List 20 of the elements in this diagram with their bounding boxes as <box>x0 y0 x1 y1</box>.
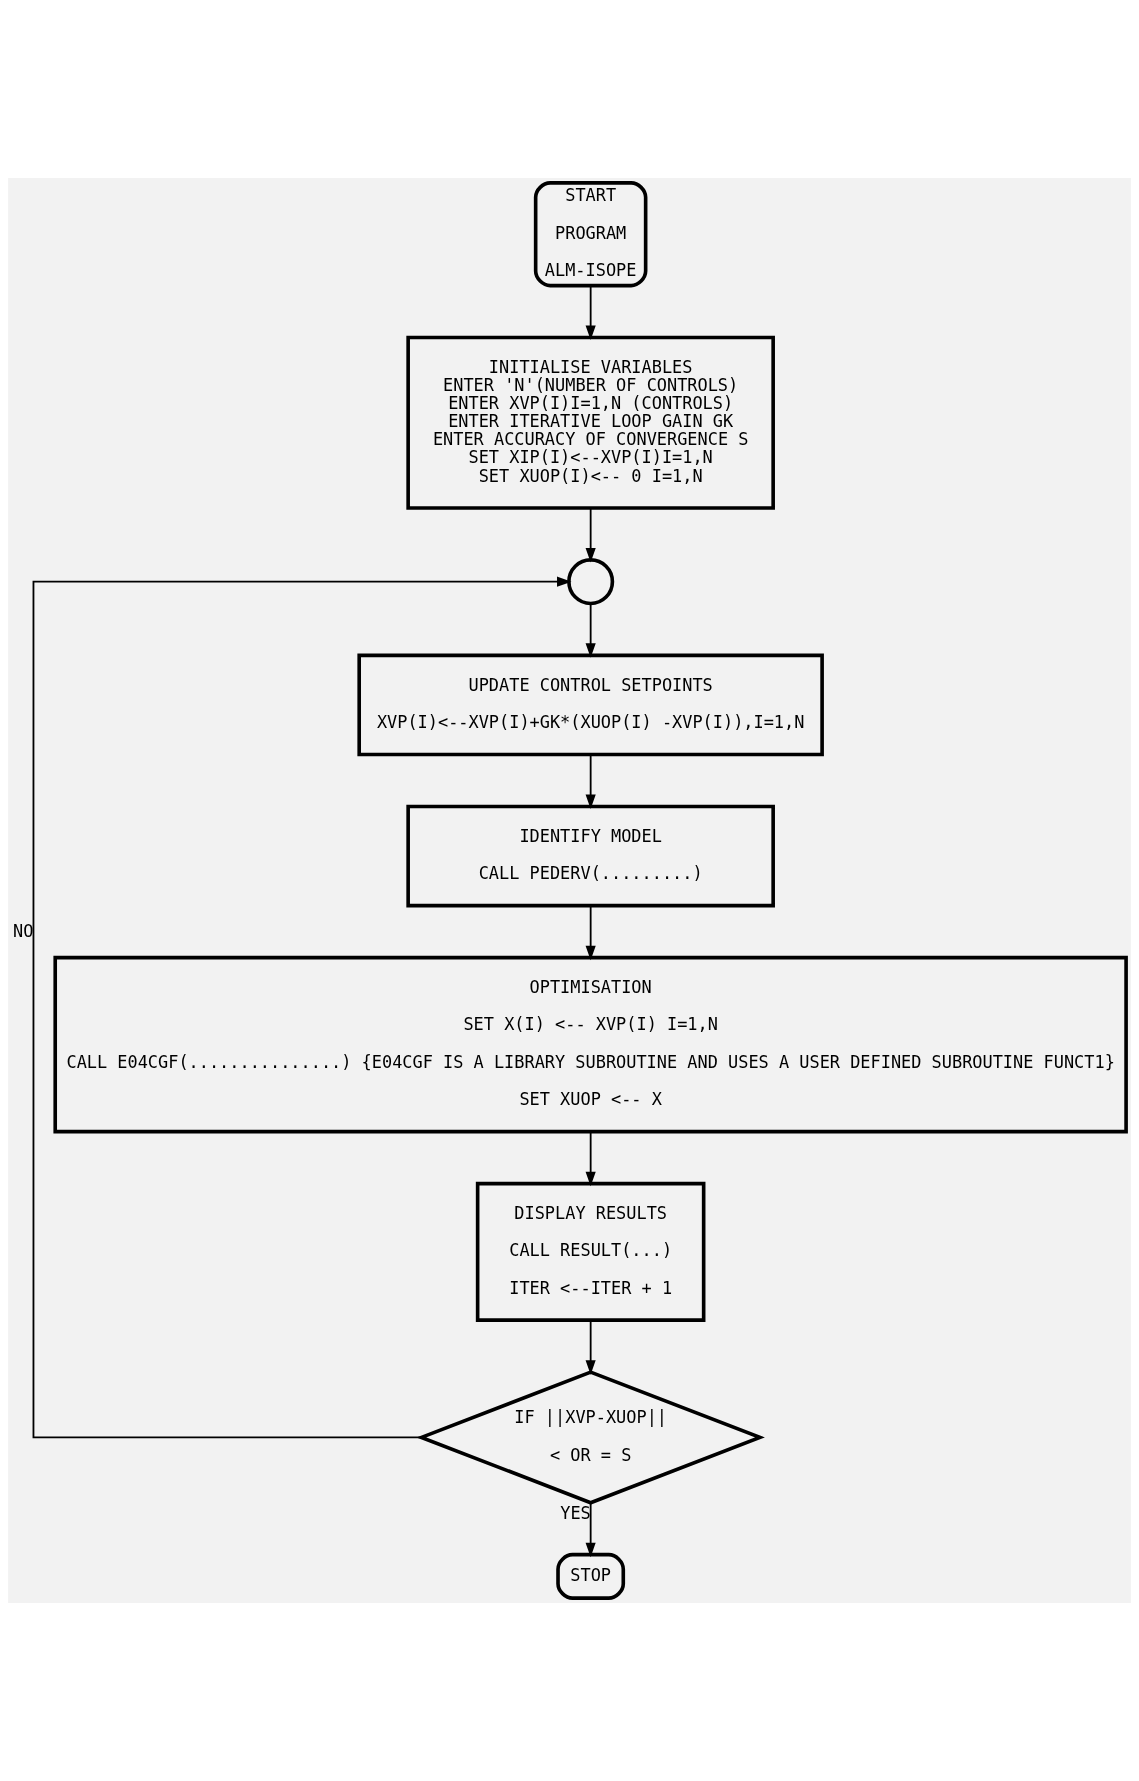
node-box: INITIALISE VARIABLES ENTER 'N'(NUMBER OF CONTROLS) ENTER XVP(I)I=1,N (CONTROLS) ENTER ITERATIVE LOOP GAIN GK ENTER ACCURACY OF CONVERGENCE S SET XIP(I)<--XVP(I)I=1,N SET XUOP(I)<-- 0 I=1,N <box>406 335 775 510</box>
arrow <box>585 284 596 340</box>
node-box: START PROGRAM ALM-ISOPE <box>533 181 648 288</box>
arrow <box>585 905 596 961</box>
arrow <box>585 753 596 809</box>
node-box: UPDATE CONTROL SETPOINTS XVP(I)<--XVP(I)+GK*(XUOP(I) -XVP(I)),I=1,N <box>357 653 824 757</box>
edge-label: NO <box>13 920 34 941</box>
node-box: IDENTIFY MODEL CALL PEDERV(.........) <box>406 804 775 908</box>
node-box: OPTIMISATION SET X(I) <-- XVP(I) I=1,N CALL E04CGF(...............) {E04CGF IS A LIBRARY SUBROUTINE AND USES A USER DEFINED SUBROUTINE FUNCT1} SET XUOP <-- X <box>53 955 1128 1134</box>
arrow <box>585 602 596 658</box>
node-diamond: IF ||XVP-XUOP|| < OR = S <box>416 1370 765 1505</box>
node-box: DISPLAY RESULTS CALL RESULT(...) ITER <--ITER + 1 <box>475 1181 706 1322</box>
node-circle <box>567 558 615 606</box>
arrow <box>585 1319 596 1375</box>
edge-label: YES <box>560 1502 591 1523</box>
arrow <box>585 507 596 563</box>
arrow <box>585 1131 596 1187</box>
arrow <box>32 576 572 1439</box>
arrow <box>585 1501 596 1558</box>
node-box: STOP <box>556 1552 626 1600</box>
